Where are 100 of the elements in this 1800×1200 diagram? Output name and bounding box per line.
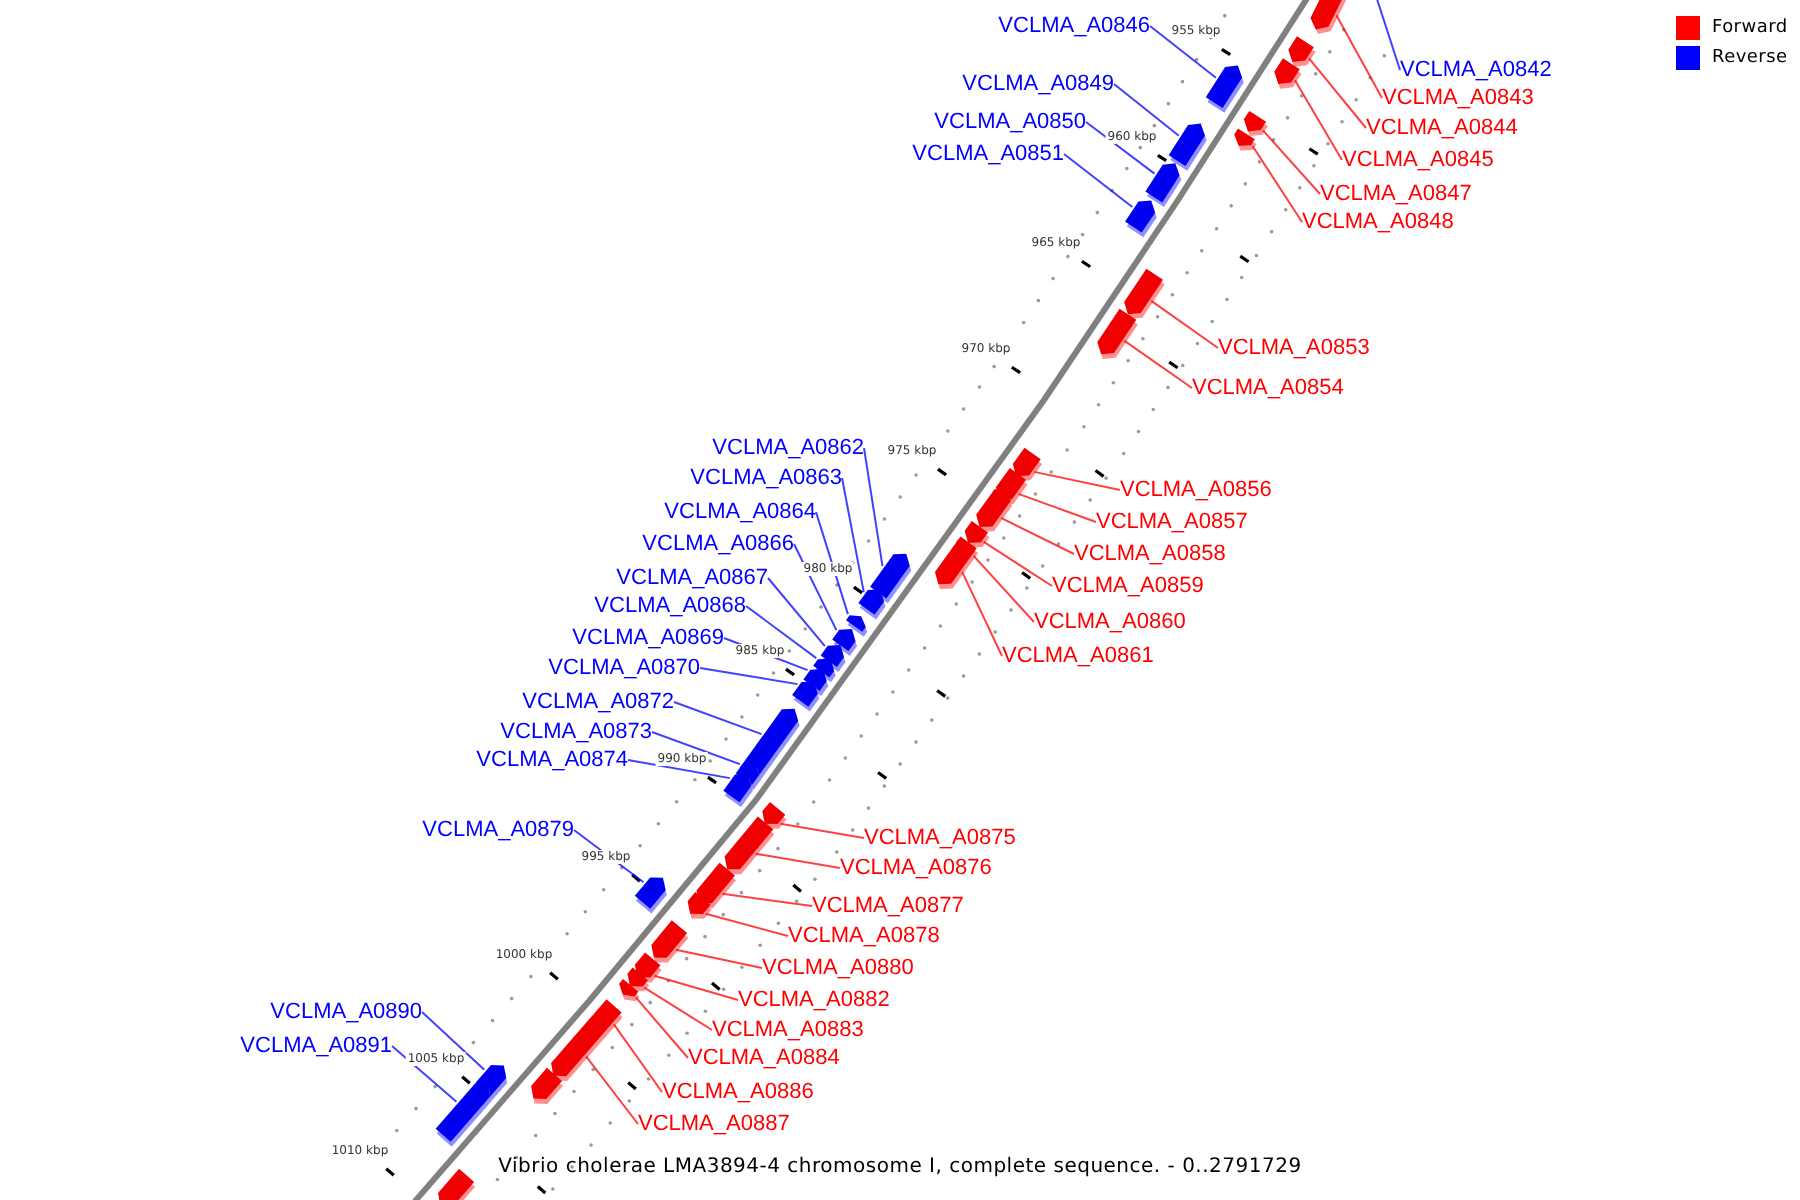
gene-label: VCLMA_A0886 <box>662 1078 814 1106</box>
legend-label: Reverse <box>1712 46 1788 70</box>
gene-label: VCLMA_A0878 <box>788 922 940 950</box>
leader-line <box>1251 145 1303 223</box>
leader-line <box>643 986 713 1031</box>
legend-label: Forward <box>1712 16 1788 40</box>
gene-block <box>619 979 640 1002</box>
leader-line <box>1113 83 1180 137</box>
leader-line <box>779 822 865 839</box>
leader-line <box>1375 0 1401 71</box>
leader-line <box>674 948 763 969</box>
leader-line <box>1308 57 1367 129</box>
gene-label: VCLMA_A0856 <box>1120 476 1272 504</box>
gene-label: VCLMA_A0869 <box>572 624 724 652</box>
gene-block <box>1125 200 1157 238</box>
gene-block <box>634 877 667 914</box>
leader-line <box>1149 25 1217 79</box>
gene-label: VCLMA_A0867 <box>616 564 768 592</box>
gene-label: VCLMA_A0877 <box>812 892 964 920</box>
caption: Vibrio cholerae LMA3894-4 chromosome I, complete sequence. - 0..2791729 <box>498 1154 1302 1182</box>
gene-label: VCLMA_A0847 <box>1320 180 1472 208</box>
gene-block <box>762 801 787 829</box>
leader-line <box>1261 129 1321 195</box>
gene-label: VCLMA_A0851 <box>912 140 1064 168</box>
leader-line <box>651 731 741 766</box>
gene-block <box>1124 268 1165 319</box>
leader-line <box>1150 299 1219 349</box>
gene-label: VCLMA_A0890 <box>270 998 422 1026</box>
gene-label: VCLMA_A0882 <box>738 986 890 1014</box>
gene-label: VCLMA_A0842 <box>1400 56 1552 84</box>
leader-line <box>815 511 849 616</box>
gene-label: VCLMA_A0843 <box>1382 84 1534 112</box>
gene-label: VCLMA_A0861 <box>1002 642 1154 670</box>
leader-line <box>1335 14 1383 99</box>
gene-block <box>1145 163 1182 208</box>
gene-block <box>1310 0 1347 34</box>
gene-label: VCLMA_A0873 <box>500 718 652 746</box>
gene-label: VCLMA_A0884 <box>688 1044 840 1072</box>
leader-line <box>627 759 731 780</box>
gene-block <box>792 681 820 712</box>
gene-block <box>1288 36 1316 67</box>
gene-block <box>1168 123 1207 171</box>
leader-line <box>972 554 1035 623</box>
leader-line <box>767 577 826 648</box>
leader-line <box>982 540 1053 587</box>
gene-label: VCLMA_A0883 <box>712 1016 864 1044</box>
gene-label: VCLMA_A0876 <box>840 854 992 882</box>
gene-block <box>964 520 990 548</box>
gene-block <box>531 1067 564 1104</box>
leader-line <box>585 1055 639 1125</box>
gene-label: VCLMA_A0891 <box>240 1032 392 1060</box>
leader-line <box>745 605 818 660</box>
gene-label: VCLMA_A0849 <box>962 70 1114 98</box>
gene-label: VCLMA_A0879 <box>422 816 574 844</box>
gene-label: VCLMA_A0857 <box>1096 508 1248 536</box>
leader-line <box>1063 153 1134 209</box>
leader-line <box>653 974 739 1001</box>
gene-label: VCLMA_A0872 <box>522 688 674 716</box>
gene-label: VCLMA_A0854 <box>1192 374 1344 402</box>
gene-label: VCLMA_A0860 <box>1034 608 1186 636</box>
gene-label: VCLMA_A0844 <box>1366 114 1518 142</box>
gene-label: VCLMA_A0863 <box>690 464 842 492</box>
gene-label: VCLMA_A0870 <box>548 654 700 682</box>
leader-line <box>1085 121 1156 175</box>
gene-label: VCLMA_A0858 <box>1074 540 1226 568</box>
leader-line <box>841 477 865 594</box>
gene-label: VCLMA_A0868 <box>594 592 746 620</box>
gene-label: VCLMA_A0880 <box>762 954 914 982</box>
leader-line <box>612 1023 663 1093</box>
gene-label: VCLMA_A0846 <box>998 12 1150 40</box>
leader-line <box>1123 339 1193 389</box>
leader-line <box>961 570 1003 657</box>
gene-label: VCLMA_A0850 <box>934 108 1086 136</box>
leader-line <box>704 912 789 937</box>
gene-block <box>438 1168 476 1200</box>
gene-label: VCLMA_A0887 <box>638 1110 790 1138</box>
gene-block <box>724 816 775 875</box>
leader-line <box>391 1045 458 1103</box>
leader-line <box>793 543 838 632</box>
gene-block <box>435 1083 492 1147</box>
gene-block <box>976 488 1013 532</box>
gene-label: VCLMA_A0853 <box>1218 334 1370 362</box>
gene-label: VCLMA_A0845 <box>1342 146 1494 174</box>
gene-label: VCLMA_A0874 <box>476 746 628 774</box>
gene-label: VCLMA_A0866 <box>642 530 794 558</box>
gene-block <box>1274 58 1302 89</box>
gene-label: VCLMA_A0875 <box>864 824 1016 852</box>
gene-block <box>551 1014 610 1081</box>
gene-block <box>687 891 712 919</box>
gene-block <box>723 773 753 808</box>
leader-line <box>699 667 799 686</box>
gene-label: VCLMA_A0848 <box>1302 208 1454 236</box>
gene-label: VCLMA_A0862 <box>712 434 864 462</box>
leader-line <box>421 1011 486 1071</box>
gene-block <box>1243 110 1268 137</box>
gene-block <box>1234 128 1257 151</box>
leader-line <box>635 996 689 1059</box>
leader-line <box>1000 516 1075 555</box>
leader-line <box>673 701 763 736</box>
gene-block <box>858 589 886 620</box>
